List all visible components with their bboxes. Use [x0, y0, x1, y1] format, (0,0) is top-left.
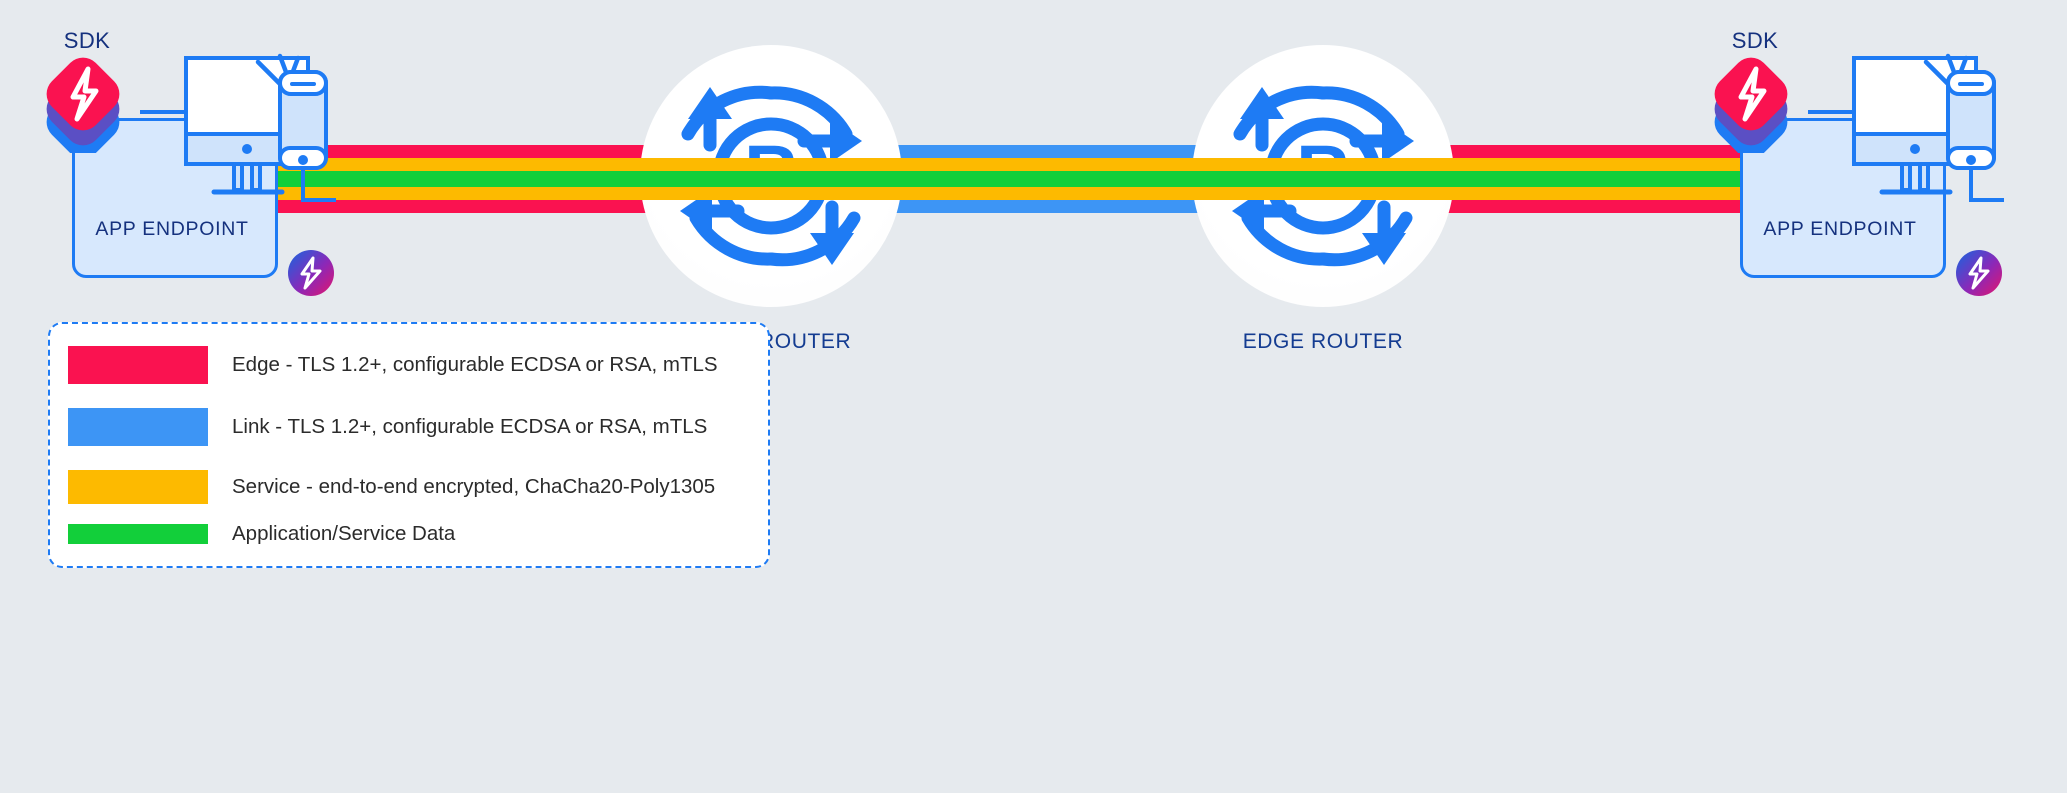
legend-label: Service - end-to-end encrypted, ChaCha20…: [232, 475, 716, 498]
stripe-service: [1430, 158, 1830, 171]
pipe-link-middle: [880, 145, 1210, 213]
sdk-label-right: SDK: [1731, 28, 1779, 53]
edge-router-2-label: EDGE ROUTER: [1242, 330, 1404, 353]
stripe-app-data: [880, 171, 1210, 187]
legend-swatch-link: [68, 408, 208, 446]
legend-label: Application/Service Data: [232, 522, 456, 545]
stripe-service: [640, 187, 902, 200]
stripe-app-data: [1430, 171, 1830, 187]
stripe-link: [880, 200, 1210, 213]
stripe-service: [1430, 187, 1830, 200]
legend-item: Link - TLS 1.2+, configurable ECDSA or R…: [68, 408, 707, 446]
legend-item: Edge - TLS 1.2+, configurable ECDSA or R…: [68, 346, 718, 384]
stripe-service: [880, 187, 1210, 200]
app-endpoint-label-right: APP ENDPOINT: [1763, 218, 1917, 240]
legend-label: Edge - TLS 1.2+, configurable ECDSA or R…: [232, 353, 718, 376]
pipe-edge-right: [1430, 145, 1830, 213]
ziti-badge-icon-left: [288, 250, 334, 296]
stripe-service: [258, 158, 660, 171]
endpoint-devices-right: [1808, 53, 2004, 202]
stripe-app-data: [1192, 171, 1454, 187]
stripe-link: [880, 145, 1210, 158]
app-endpoint-label-left: APP ENDPOINT: [95, 218, 249, 240]
legend-swatch-edge: [68, 346, 208, 384]
stripe-service: [640, 158, 902, 171]
pipe-through-router-1: [640, 158, 902, 200]
legend-item: Application/Service Data: [68, 522, 455, 546]
sdk-stack-icon-left: [46, 57, 120, 153]
stripe-service: [1192, 187, 1454, 200]
stripe-edge: [1430, 145, 1830, 158]
ziti-badge-icon-right: [1956, 250, 2002, 296]
stripe-service: [258, 187, 660, 200]
stripe-edge: [1430, 200, 1830, 213]
sdk-stack-icon-right: [1714, 57, 1788, 153]
sdk-label-left: SDK: [63, 28, 111, 53]
pipe-through-router-2: [1192, 158, 1454, 200]
stripe-edge: [258, 200, 660, 213]
stripe-app-data: [640, 171, 902, 187]
endpoint-devices-left: [140, 53, 336, 202]
legend-swatch-service: [68, 470, 208, 504]
stripe-edge: [258, 145, 660, 158]
pipe-edge-left: [258, 145, 660, 213]
legend-label: Link - TLS 1.2+, configurable ECDSA or R…: [232, 415, 708, 438]
stripe-app-data: [258, 171, 660, 187]
legend-panel: Edge - TLS 1.2+, configurable ECDSA or R…: [48, 322, 770, 568]
legend-swatch-app-data: [68, 524, 208, 544]
legend-item: Service - end-to-end encrypted, ChaCha20…: [68, 470, 715, 504]
stripe-service: [880, 158, 1210, 171]
stripe-service: [1192, 158, 1454, 171]
